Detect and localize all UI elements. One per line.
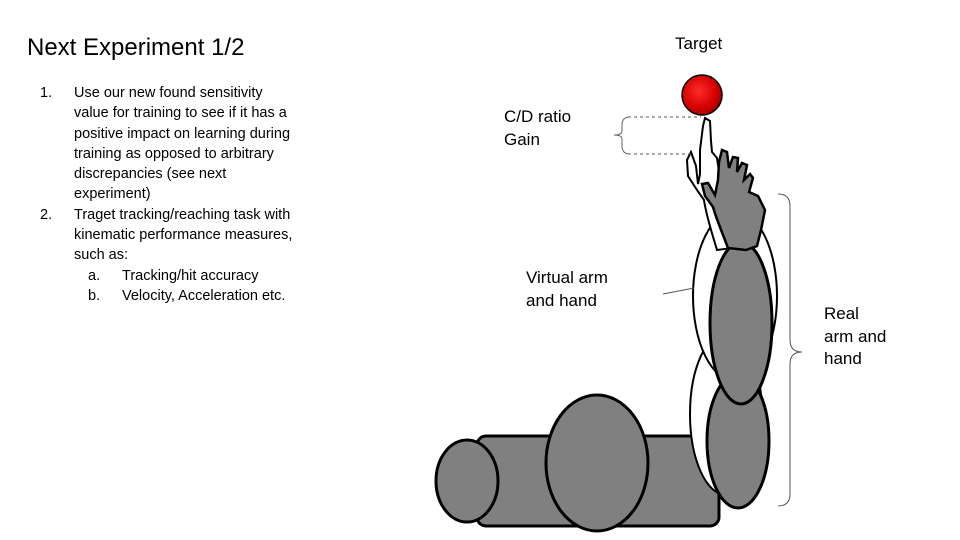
virtual-arm-leader bbox=[662, 287, 695, 295]
label-line: Virtual arm bbox=[526, 268, 608, 287]
real-arm-label: Real arm and hand bbox=[824, 303, 886, 371]
list-item-1: 1. Use our new found sensitivity value f… bbox=[40, 83, 330, 205]
list-item-number: 1. bbox=[40, 85, 53, 101]
label-line: Real bbox=[824, 304, 859, 323]
sub-item-text: Velocity, Acceleration etc. bbox=[122, 287, 286, 304]
text-line: positive impact on learning during bbox=[74, 125, 291, 142]
label-line: hand bbox=[824, 349, 862, 368]
sub-item-b: b. Velocity, Acceleration etc. bbox=[40, 286, 330, 306]
text-line: Traget tracking/reaching task with bbox=[74, 206, 291, 223]
label-line: Gain bbox=[504, 129, 540, 149]
list-item-2: 2. Traget tracking/reaching task with ki… bbox=[40, 205, 330, 266]
label-line: C/D ratio bbox=[504, 107, 572, 126]
text-line: experiment) bbox=[74, 186, 151, 203]
slide-title: Next Experiment 1/2 bbox=[27, 34, 245, 61]
text-line: Use our new found sensitivity bbox=[74, 85, 263, 101]
real-hand bbox=[700, 148, 767, 252]
real-arm-brace bbox=[777, 193, 803, 507]
real-shoulder-end bbox=[434, 438, 500, 524]
list-item-text: Traget tracking/reaching task with kinem… bbox=[74, 205, 292, 266]
list-item-text: Use our new found sensitivity value for … bbox=[74, 83, 290, 205]
target-ball bbox=[681, 74, 723, 116]
real-elbow-joint bbox=[544, 393, 650, 533]
virtual-arm-label: Virtual arm and hand bbox=[526, 267, 608, 312]
cd-brace bbox=[613, 116, 631, 155]
cd-ratio-label: C/D ratio Gain bbox=[504, 106, 571, 151]
sub-item-text: Tracking/hit accuracy bbox=[122, 267, 259, 284]
text-line: training as opposed to arbitrary bbox=[74, 145, 274, 162]
real-forearm bbox=[708, 240, 774, 406]
sub-item-a: a. Tracking/hit accuracy bbox=[40, 266, 330, 286]
experiment-list: 1. Use our new found sensitivity value f… bbox=[40, 83, 330, 306]
text-line: discrepancies (see next bbox=[74, 166, 227, 183]
text-line: value for training to see if it has a bbox=[74, 105, 287, 122]
sub-item-letter: b. bbox=[88, 287, 101, 304]
text-line: kinematic performance measures, bbox=[74, 227, 293, 244]
target-label: Target bbox=[675, 34, 723, 53]
sub-item-letter: a. bbox=[88, 267, 101, 284]
list-item-number: 2. bbox=[40, 206, 53, 223]
label-line: and hand bbox=[526, 290, 597, 310]
label-line: arm and bbox=[824, 326, 887, 346]
text-line: such as: bbox=[74, 247, 128, 264]
